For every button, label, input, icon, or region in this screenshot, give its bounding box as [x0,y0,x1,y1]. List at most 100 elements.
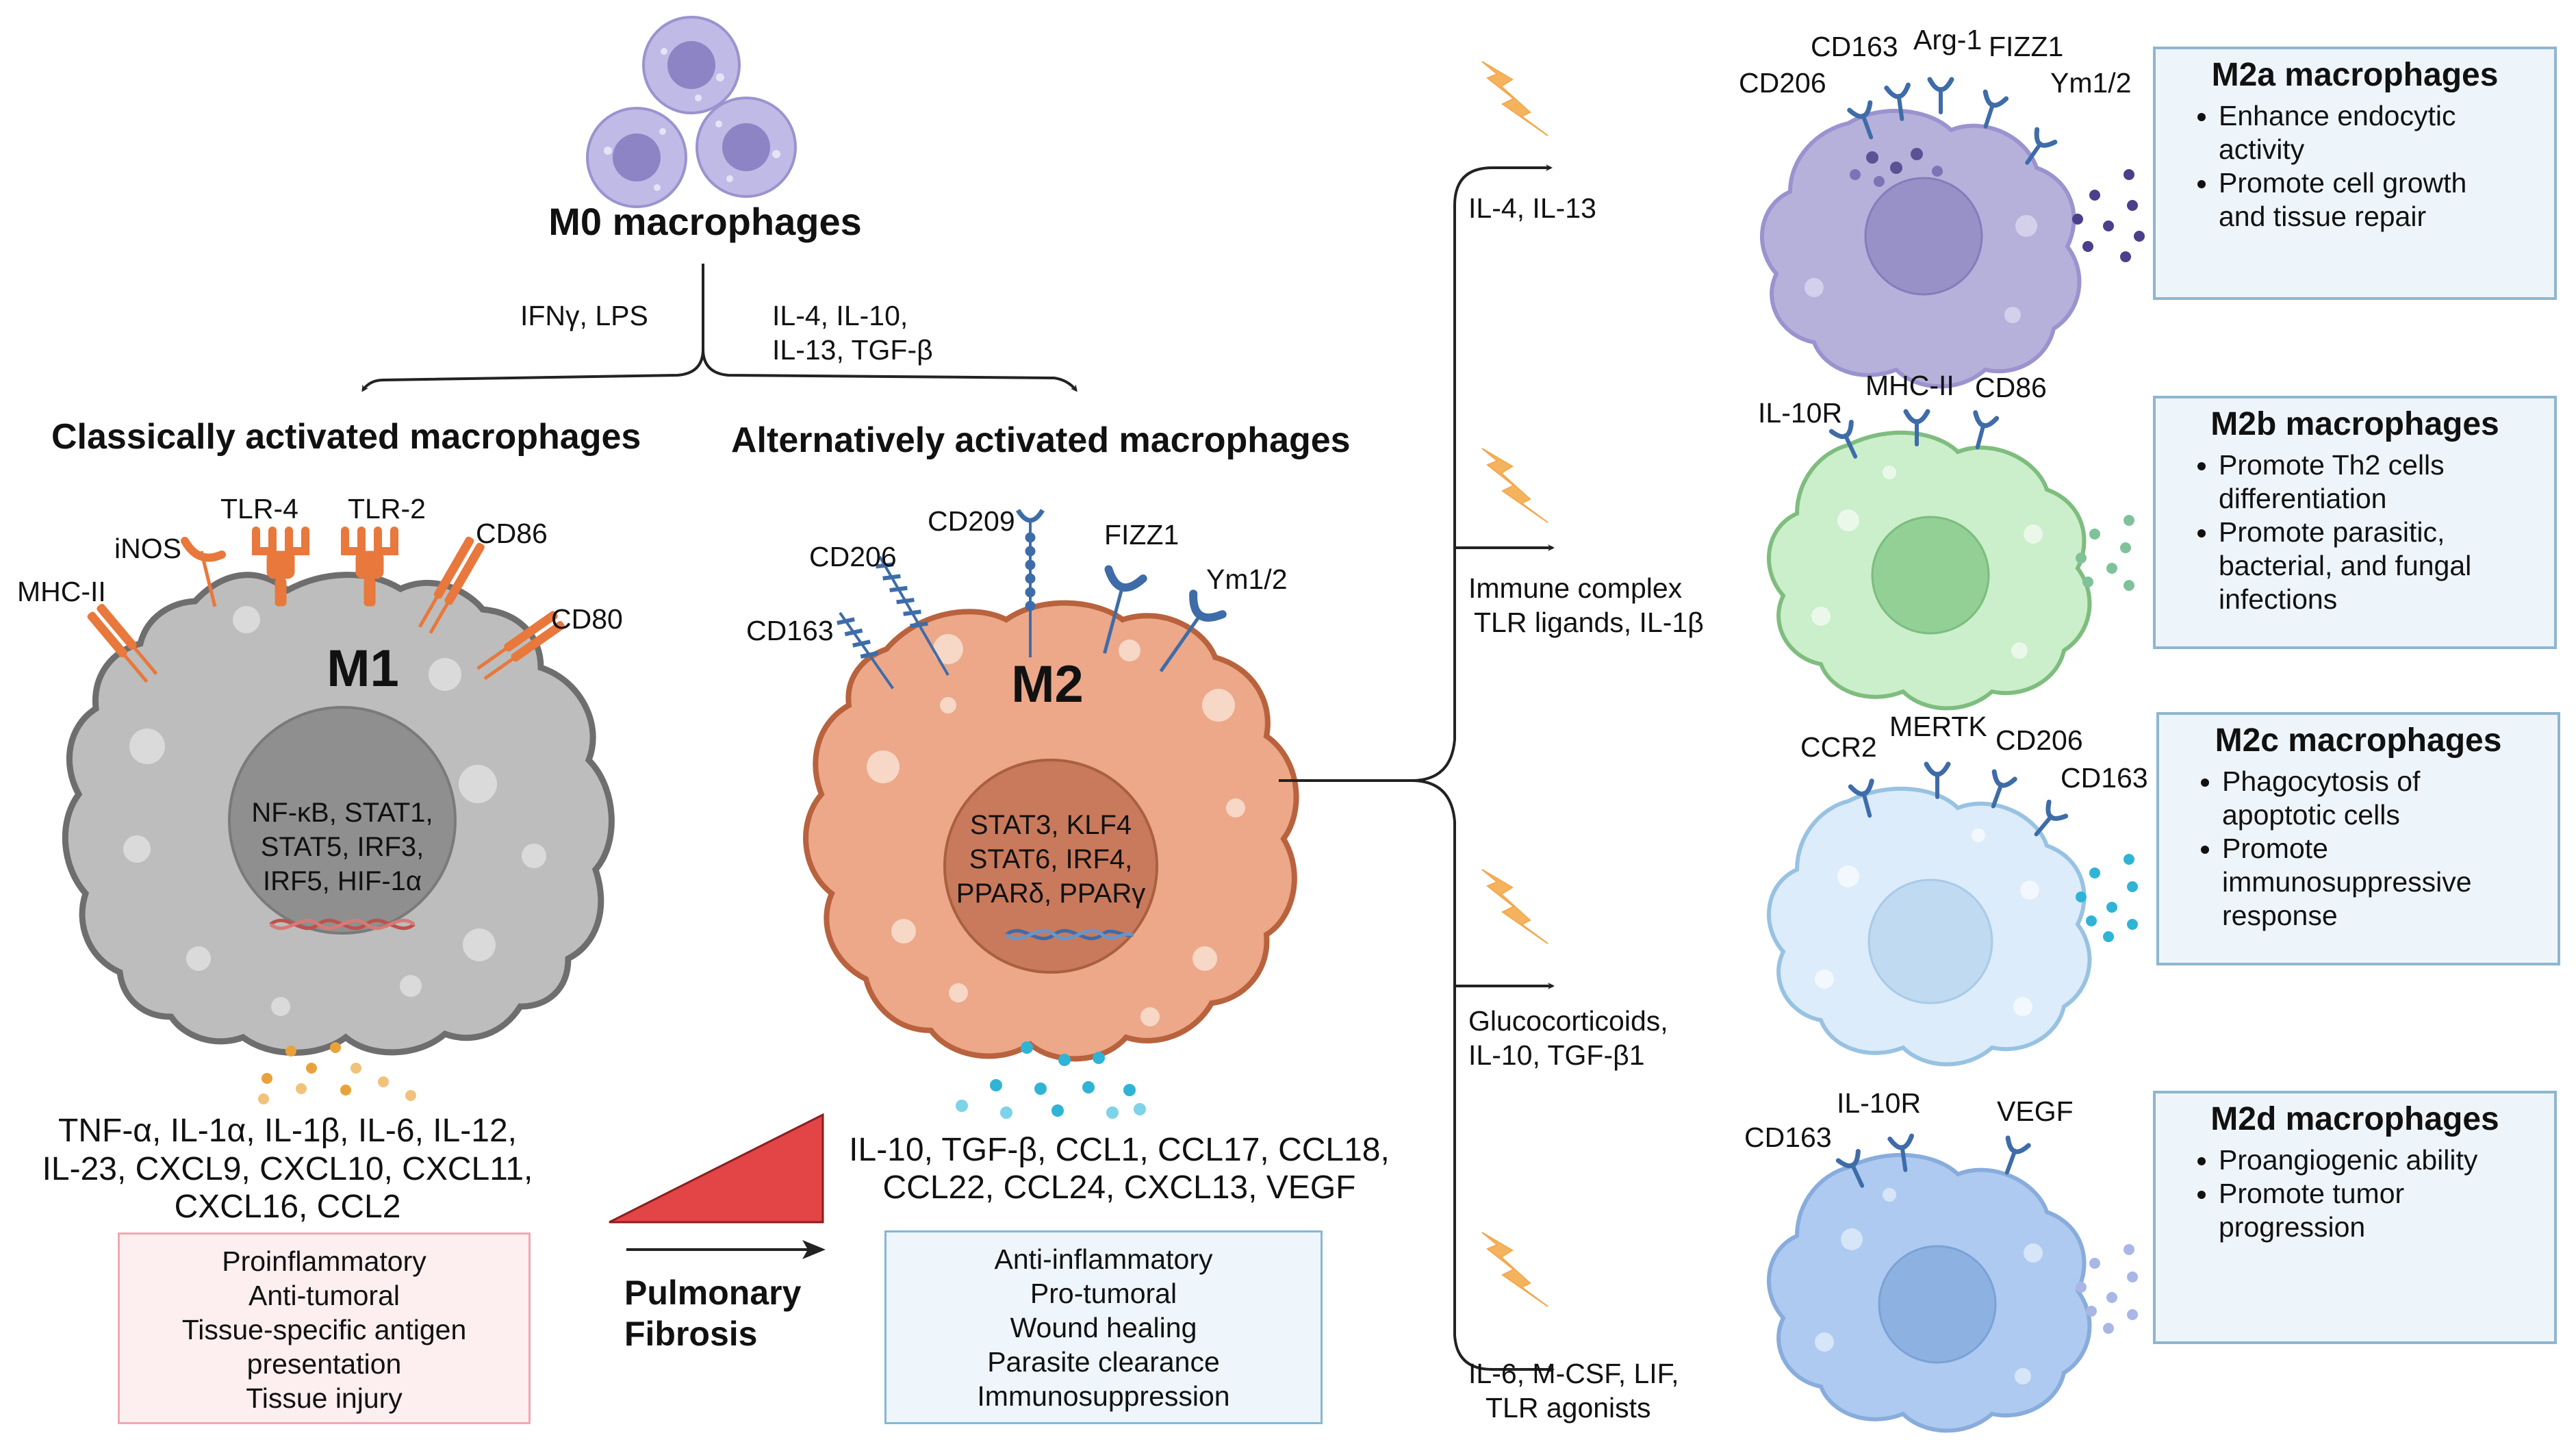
fibrosis-label-line2: Fibrosis [624,1315,757,1353]
m2-receptor-cd209: CD209 [928,505,1015,537]
m1-stimuli: IFNγ, LPS [520,300,648,331]
m2d-cell [1767,1152,2092,1433]
m2b-stimuli-line1: Immune complex [1468,572,1683,604]
m0-title: M0 macrophages [548,200,862,243]
m2-subtype-branches [1279,164,1555,1373]
m1-cell [62,572,615,1056]
m2d-title: M2d macrophages [2210,1101,2499,1137]
m1-receptor-cd86: CD86 [476,518,548,549]
m2d-stimuli-line2: TLR agonists [1485,1392,1651,1424]
m1-receptor-mhc-ii: MHC-II [17,576,106,607]
m1-signal-line3: IRF5, HIF-1α [263,866,422,896]
m2-receptor-cd206: CD206 [809,541,897,572]
m2-signal-line3: PPARδ, PPARγ [956,878,1145,909]
m2-function-2: Pro-tumoral [1030,1278,1177,1309]
m2d-bullet-1: Proangiogenic ability [2219,1143,2539,1177]
m2-receptor-ym12: Ym1/2 [1206,564,1288,595]
m2b-receptor-il-10r: IL-10R [1758,397,1842,429]
m1-function-3: Tissue-specific antigen [181,1314,467,1345]
m1-receptor-inos: iNOS [114,533,181,564]
m2-receptor-glyphs [837,509,1227,689]
m1-function-2: Anti-tumoral [248,1280,400,1311]
m2-cytokines-line2: CCL22, CCL24, CXCL13, VEGF [883,1169,1356,1206]
m2d-secretion-dots [2076,1244,2138,1334]
m1-cytokines-line3: CXCL16, CCL2 [175,1189,401,1225]
m2b-bullet-2: Promote parasitic,bacterial, and fungali… [2219,516,2539,616]
m2d-receptor-cd163: CD163 [1744,1122,1832,1153]
m0-cell-cluster [586,16,797,208]
m1-label: M1 [327,640,399,698]
m2b-receptor-mhc-ii: MHC-II [1865,370,1954,401]
m2b-secretion-dots [2076,515,2134,591]
m2a-receptor-ym12: Ym1/2 [2050,67,2132,99]
m2-cytokines-line1: IL-10, TGF-β, CCL1, CCL17, CCL18, [849,1132,1390,1168]
m1-signal-line2: STAT5, IRF3, [261,832,424,862]
stimulus-bolts [1481,61,1548,1307]
m2d-receptor-il-10r: IL-10R [1837,1087,1921,1119]
m1-receptor-tlr-2: TLR-2 [348,493,426,524]
m2b-cell [1767,430,2092,711]
m2d-description-box: M2d macrophages Proangiogenic ability Pr… [2153,1091,2557,1344]
m2c-title: M2c macrophages [2215,722,2502,759]
m1-secretion-dots [258,1042,416,1104]
m2a-secretion-dots [2072,169,2145,262]
m1-receptor-tlr-4: TLR-4 [220,493,298,524]
m2-function-4: Parasite clearance [987,1346,1220,1378]
m2c-receptor-mertk: MERTK [1889,711,1987,742]
m2c-description-box: M2c macrophages Phagocytosis ofapoptotic… [2156,712,2560,965]
m2a-receptor-arg-1: Arg-1 [1913,24,1982,55]
m1-function-5: Tissue injury [246,1382,403,1414]
m2-stimuli-line2: IL-13, TGF-β [772,334,933,366]
m2-function-1: Anti-inflammatory [994,1243,1213,1275]
m2-receptor-fizz1: FIZZ1 [1104,519,1179,551]
m1-function-4: presentation [246,1348,402,1380]
m1-receptor-glyphs [87,527,565,683]
m2-function-box: Anti-inflammatory Pro-tumoral Wound heal… [884,1230,1323,1424]
m2-signal-line2: STAT6, IRF4, [969,844,1133,874]
m2c-receptor-ccr2: CCR2 [1800,731,1877,763]
fibrosis-gradient-wedge [609,1113,824,1224]
m1-receptor-cd80: CD80 [551,603,623,635]
m2-pathway-title: Alternatively activated macrophages [731,420,1351,460]
m2a-receptor-cd206: CD206 [1739,67,1826,99]
m1-pathway-arrow [361,264,704,392]
m2d-stimuli-line1: IL-6, M-CSF, LIF, [1468,1358,1679,1389]
m2c-secretion-dots [2076,854,2138,942]
m2-signal-line1: STAT3, KLF4 [970,810,1132,840]
m1-signal-line1: NF-κB, STAT1, [251,798,433,828]
m2c-stimuli-line2: IL-10, TGF-β1 [1468,1039,1645,1071]
m1-function-1: Proinflammatory [222,1245,426,1277]
m2a-receptor-cd163: CD163 [1811,31,1898,62]
m2a-description-box: M2a macrophages Enhance endocyticactivit… [2153,47,2557,300]
m2c-receptor-cd163: CD163 [2061,762,2148,794]
m2a-title: M2a macrophages [2211,57,2499,93]
m2b-description-box: M2b macrophages Promote Th2 cellsdiffere… [2153,396,2557,649]
m1-cytokines-line2: IL-23, CXCL9, CXCL10, CXCL11, [42,1151,533,1187]
m2b-stimuli-line2: TLR ligands, IL-1β [1474,607,1704,638]
m2b-title: M2b macrophages [2210,406,2499,442]
m2c-receptor-cd206: CD206 [1995,724,2083,756]
m2c-cell [1767,786,2092,1067]
m2b-receptor-cd86: CD86 [1975,372,2047,403]
m2a-receptor-fizz1: FIZZ1 [1989,31,2063,62]
m2-label: M2 [1011,655,1084,713]
m2d-receptor-vegf: VEGF [1997,1096,2074,1127]
m2c-stimuli-line1: Glucocorticoids, [1468,1005,1668,1037]
m2-function-5: Immunosuppression [977,1380,1230,1412]
m2-cell [803,600,1299,1062]
fibrosis-label-line1: Pulmonary [624,1274,802,1312]
m1-pathway-title: Classically activated macrophages [51,417,641,457]
m2-function-3: Wound healing [1010,1312,1197,1343]
m2-pathway-arrow [702,349,1077,392]
m2a-cell [1760,108,2082,389]
m2-stimuli-line1: IL-4, IL-10, [772,300,908,331]
m2-receptor-cd163: CD163 [746,615,834,646]
m2-secretion-dots [956,1041,1146,1119]
